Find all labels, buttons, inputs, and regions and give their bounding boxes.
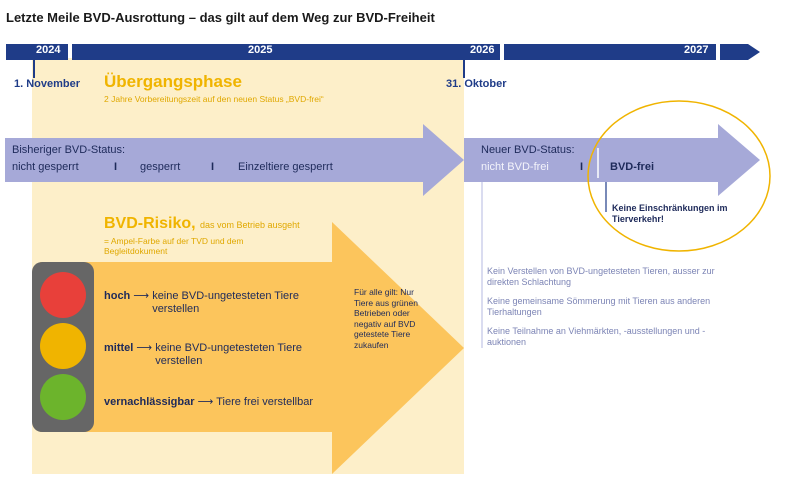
general-rule-note: Für alle gilt: Nur Tiere aus grünen Betr…	[354, 287, 418, 350]
old-status-item: nicht gesperrt	[12, 161, 79, 173]
risk-level-text: keine BVD-ungetesteten Tiere verstellen	[152, 290, 299, 315]
traffic-light	[32, 262, 94, 432]
new-status-not-free: nicht BVD-frei	[481, 161, 549, 173]
risk-level-high: hoch ⟶ keine BVD-ungetesteten Tiere vers…	[104, 290, 344, 316]
traffic-light-green	[40, 374, 86, 420]
risk-title-suffix: das vom Betrieb ausgeht	[200, 220, 300, 230]
end-date: 31. Oktober	[446, 78, 507, 90]
old-status-separator: I	[211, 161, 215, 173]
traffic-light-yellow	[40, 323, 86, 369]
traffic-light-red	[40, 272, 86, 318]
risk-title-main: BVD-Risiko,	[104, 215, 196, 232]
new-status-arrow	[464, 124, 760, 196]
risk-level-medium: mittel ⟶ keine BVD-ungetesteten Tiere ve…	[104, 342, 344, 368]
timeline-bar	[6, 44, 760, 60]
phase-title: Übergangsphase	[104, 72, 242, 91]
old-status-item: Einzeltiere gesperrt	[238, 161, 333, 173]
restriction-item: Keine Teilnahme an Viehmärkten, -ausstel…	[487, 326, 706, 347]
old-status-label: Bisheriger BVD-Status:	[12, 144, 126, 156]
year-label: 2025	[248, 44, 273, 56]
risk-description: = Ampel-Farbe auf der TVD und dem Beglei…	[104, 236, 244, 256]
free-note: Keine Einschränkungen im Tierverkehr!	[612, 203, 728, 224]
arrow-icon: ⟶	[197, 396, 214, 408]
risk-level-text: keine BVD-ungetesteten Tiere verstellen	[155, 342, 303, 367]
old-status-item: gesperrt	[140, 161, 181, 173]
year-label: 2027	[684, 44, 709, 56]
risk-level-name: mittel	[104, 342, 134, 354]
risk-level-name: vernachlässigbar	[104, 396, 195, 408]
arrow-icon: ⟶	[136, 342, 153, 354]
page-title: Letzte Meile BVD-Ausrottung – das gilt a…	[6, 10, 435, 25]
risk-arrow	[40, 222, 464, 474]
restriction-item: Kein Verstellen von BVD-ungetesteten Tie…	[487, 266, 715, 287]
new-status-free: BVD-frei	[610, 161, 655, 173]
old-status-separator: I	[114, 161, 118, 173]
risk-title: BVD-Risiko, das vom Betrieb ausgeht	[104, 215, 300, 233]
risk-level-name: hoch	[104, 290, 131, 302]
restriction-item: Keine gemeinsame Sömmerung mit Tieren au…	[487, 296, 711, 317]
risk-level-negligible: vernachlässigbar ⟶ Tiere frei verstellba…	[104, 396, 354, 409]
arrow-icon: ⟶	[133, 290, 150, 302]
year-label: 2024	[36, 44, 61, 56]
new-status-separator: I	[580, 161, 584, 173]
phase-subtitle: 2 Jahre Vorbereitungszeit auf den neuen …	[104, 94, 324, 104]
start-date: 1. November	[14, 78, 81, 90]
bvd-free-circle	[587, 100, 771, 252]
year-label: 2026	[470, 44, 495, 56]
old-status-arrow	[5, 124, 464, 196]
new-status-label: Neuer BVD-Status:	[481, 144, 575, 156]
risk-level-text: Tiere frei verstellbar	[216, 396, 313, 408]
